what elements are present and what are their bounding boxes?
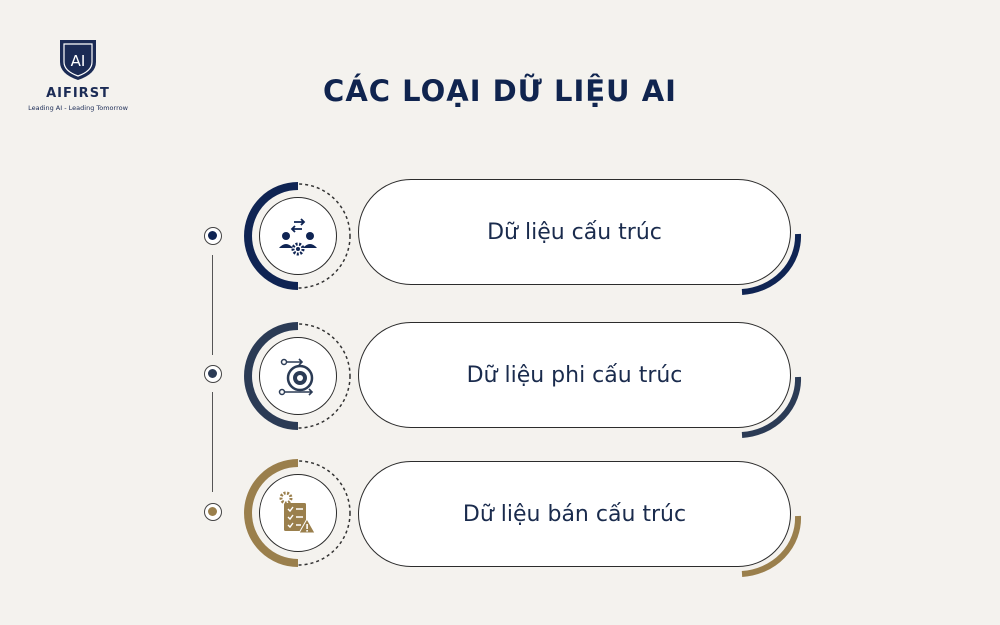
checklist-gear-icon bbox=[259, 474, 337, 552]
item-pill: Dữ liệu phi cấu trúc bbox=[358, 322, 791, 428]
timeline-dot bbox=[204, 365, 222, 383]
item-pill: Dữ liệu bán cấu trúc bbox=[358, 461, 791, 567]
item-pill: Dữ liệu cấu trúc bbox=[358, 179, 791, 285]
brand-logo: AI AIFIRST Leading AI - Leading Tomorrow bbox=[28, 36, 128, 112]
data-cycle-icon bbox=[259, 337, 337, 415]
people-exchange-icon bbox=[259, 197, 337, 275]
brand-name: AIFIRST bbox=[46, 86, 110, 101]
page-title: CÁC LOẠI DỮ LIỆU AI bbox=[323, 74, 677, 108]
timeline-dot bbox=[204, 503, 222, 521]
timeline-connector bbox=[212, 392, 213, 492]
ring-decoration bbox=[244, 182, 351, 290]
ring-decoration bbox=[244, 322, 351, 430]
shield-logo-icon: AI bbox=[60, 40, 96, 80]
ring-decoration bbox=[244, 459, 351, 567]
pill-accent bbox=[741, 376, 802, 438]
timeline-connector bbox=[212, 255, 213, 355]
pill-accent bbox=[741, 233, 802, 295]
logo-mark: AI bbox=[71, 52, 86, 70]
item-label: Dữ liệu phi cấu trúc bbox=[466, 362, 683, 388]
item-label: Dữ liệu bán cấu trúc bbox=[462, 501, 687, 527]
timeline-dot bbox=[204, 227, 222, 245]
brand-tagline: Leading AI - Leading Tomorrow bbox=[28, 104, 128, 112]
item-label: Dữ liệu cấu trúc bbox=[487, 219, 662, 245]
pill-accent bbox=[741, 515, 802, 577]
